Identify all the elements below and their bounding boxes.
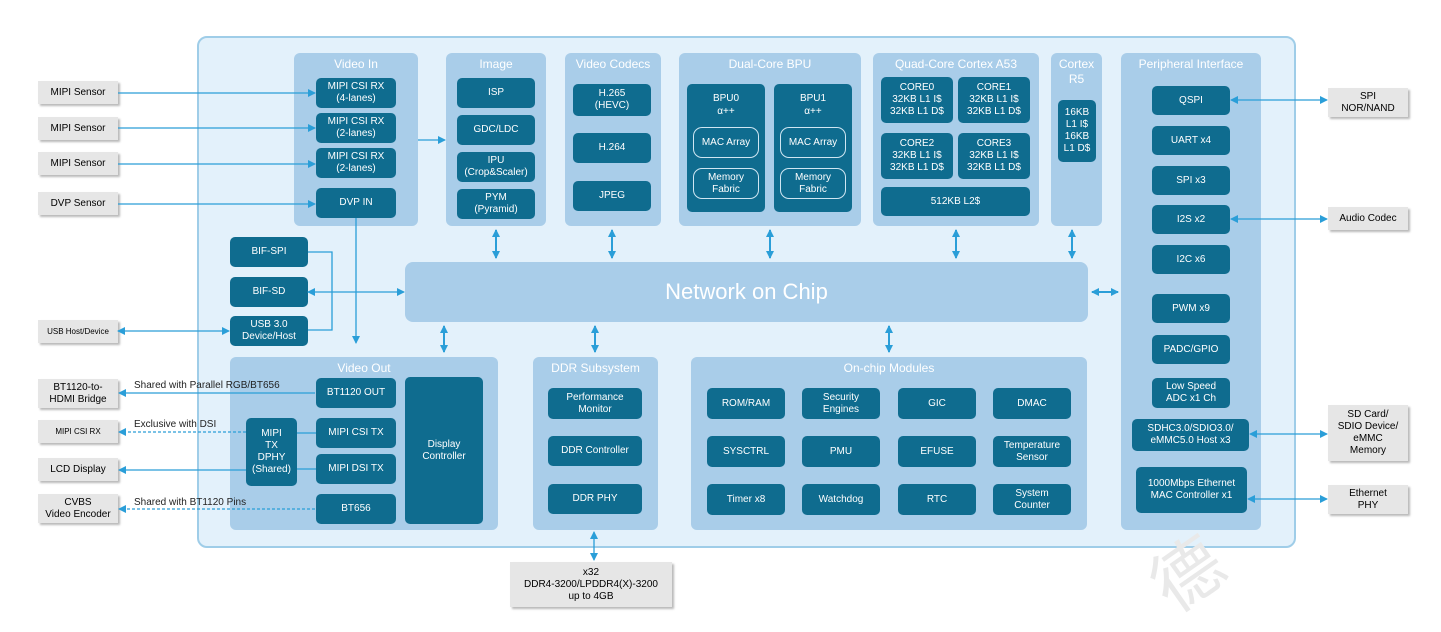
efuse: EFUSE [898,436,976,467]
bpu1-mac-array: MAC Array [780,127,846,158]
bif-sd: BIF-SD [230,277,308,307]
sysctrl: SYSCTRL [707,436,785,467]
line-bif-spi [308,251,333,331]
display-controller: Display Controller [405,377,483,524]
usb3-device-host: USB 3.0 Device/Host [230,316,308,346]
a53-core0: CORE0 32KB L1 I$ 32KB L1 D$ [881,77,953,123]
isp-block: ISP [457,78,535,108]
i2c: I2C x6 [1152,245,1230,274]
bpu1-label: BPU1 α++ [799,93,827,117]
pym-block: PYM (Pyramid) [457,189,535,219]
network-on-chip: Network on Chip [405,262,1088,322]
r5-cache: 16KB L1 I$ 16KB L1 D$ [1058,100,1096,162]
rom-ram: ROM/RAM [707,388,785,419]
group-title: Video Out [337,361,391,375]
ext-usb-host-device: USB Host/Device [38,320,118,343]
i2s: I2S x2 [1152,205,1230,234]
ext-cvbs-video-encoder: CVBS Video Encoder [38,494,118,523]
h265-codec: H.265 (HEVC) [573,84,651,116]
security-engines: Security Engines [802,388,880,419]
mipi-csi-tx: MIPI CSI TX [316,418,396,448]
a53-core2: CORE2 32KB L1 I$ 32KB L1 D$ [881,133,953,179]
group-title: Image [479,57,513,71]
h264-codec: H.264 [573,133,651,163]
ext-audio-codec: Audio Codec [1328,207,1408,230]
mipi-csi-rx-4lane: MIPI CSI RX (4-lanes) [316,78,396,108]
ext-ethernet-phy: Ethernet PHY [1328,485,1408,514]
performance-monitor: Performance Monitor [548,388,642,419]
timer: Timer x8 [707,484,785,515]
watchdog: Watchdog [802,484,880,515]
mipi-tx-dphy: MIPI TX DPHY (Shared) [246,418,297,486]
dvp-in: DVP IN [316,188,396,218]
pmu: PMU [802,436,880,467]
ext-mipi-sensor-1: MIPI Sensor [38,81,118,104]
bpu0-mac-array: MAC Array [693,127,759,158]
gdc-ldc-block: GDC/LDC [457,115,535,145]
group-title: Quad-Core Cortex A53 [894,57,1018,71]
system-counter: System Counter [993,484,1071,515]
ext-bt1120-hdmi-bridge: BT1120-to- HDMI Bridge [38,379,118,408]
a53-core3: CORE3 32KB L1 I$ 32KB L1 D$ [958,133,1030,179]
sdhc-host: SDHC3.0/SDIO3.0/ eMMC5.0 Host x3 [1132,419,1249,451]
note-exclusive-dsi: Exclusive with DSI [134,419,217,430]
ddr-controller: DDR Controller [548,436,642,466]
a53-core1: CORE1 32KB L1 I$ 32KB L1 D$ [958,77,1030,123]
group-title: DDR Subsystem [551,361,640,375]
group-title: Peripheral Interface [1138,57,1244,71]
bt656: BT656 [316,494,396,524]
rtc: RTC [898,484,976,515]
spi: SPI x3 [1152,166,1230,195]
bif-spi: BIF-SPI [230,237,308,267]
ext-mipi-sensor-3: MIPI Sensor [38,152,118,175]
gic: GIC [898,388,976,419]
pwm: PWM x9 [1152,294,1230,323]
bpu0-label: BPU0 α++ [712,93,740,117]
bpu0-memory-fabric: Memory Fabric [693,168,759,199]
uart: UART x4 [1152,126,1230,155]
ddr-phy: DDR PHY [548,484,642,514]
ext-ddr-memory: x32 DDR4-3200/LPDDR4(X)-3200 up to 4GB [510,562,672,607]
group-title: Cortex R5 [1058,57,1095,86]
ethernet-mac: 1000Mbps Ethernet MAC Controller x1 [1136,467,1247,513]
mipi-csi-rx-2lane-1: MIPI CSI RX (2-lanes) [316,113,396,143]
ext-mipi-sensor-2: MIPI Sensor [38,117,118,140]
a53-l2-cache: 512KB L2$ [881,187,1030,216]
ipu-block: IPU (Crop&Scaler) [457,152,535,182]
bt1120-out: BT1120 OUT [316,378,396,408]
qspi: QSPI [1152,86,1230,115]
ext-sd-card: SD Card/ SDIO Device/ eMMC Memory [1328,405,1408,461]
group-title: Video In [334,57,378,71]
padc-gpio: PADC/GPIO [1152,335,1230,364]
ext-dvp-sensor: DVP Sensor [38,192,118,215]
group-title: Video Codecs [575,57,651,71]
note-bt656-shared: Shared with BT1120 Pins [134,497,247,508]
jpeg-codec: JPEG [573,181,651,211]
low-speed-adc: Low Speed ADC x1 Ch [1152,378,1230,408]
group-title: On-chip Modules [843,361,935,375]
ext-lcd-display: LCD Display [38,458,118,481]
mipi-csi-rx-2lane-2: MIPI CSI RX (2-lanes) [316,148,396,178]
dmac: DMAC [993,388,1071,419]
temperature-sensor: Temperature Sensor [993,436,1071,467]
ext-spi-nor-nand: SPI NOR/NAND [1328,88,1408,117]
note-bt1120-shared: Shared with Parallel RGB/BT656 [134,380,280,391]
group-title: Dual-Core BPU [728,57,812,71]
bpu1-memory-fabric: Memory Fabric [780,168,846,199]
mipi-dsi-tx: MIPI DSI TX [316,454,396,484]
ext-mipi-csi-rx: MIPI CSI RX [38,420,118,443]
